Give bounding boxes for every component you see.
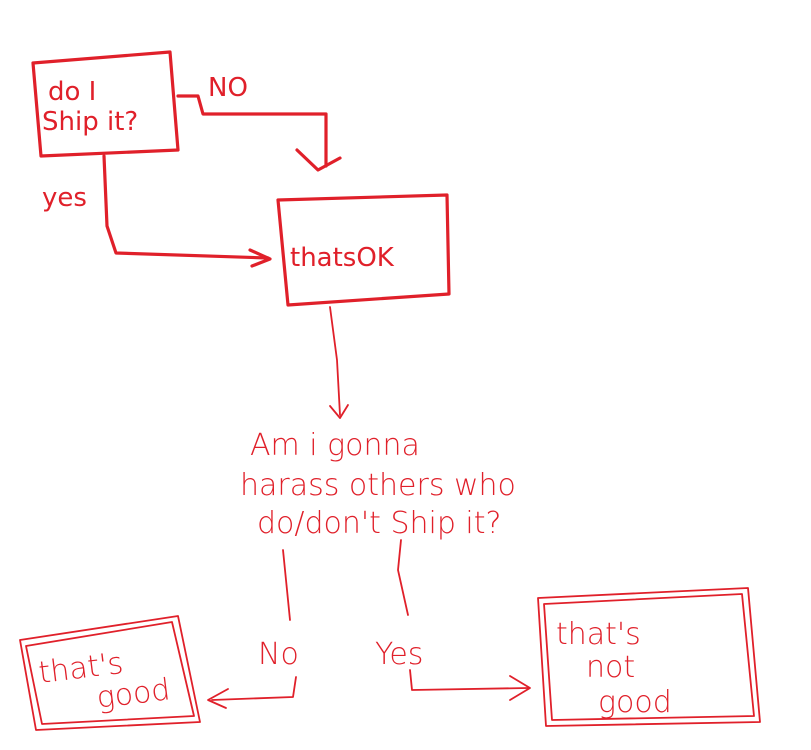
branch-no-line-bottom (211, 676, 297, 701)
edge-no: NO (176, 73, 342, 172)
good-node: that's good (19, 615, 201, 731)
branch-yes: Yes (375, 539, 531, 701)
edge-yes: yes (42, 154, 272, 268)
question-node: Am i gonna harass others who do/don't Sh… (240, 428, 516, 541)
edge-yes-label: yes (42, 183, 87, 213)
not-good-node: that's not good (537, 587, 761, 727)
branch-yes-arrowhead (509, 675, 531, 701)
branch-yes-label: Yes (375, 637, 423, 672)
good-node-box-outer (19, 615, 201, 731)
start-node: do I Ship it? (31, 50, 180, 158)
branch-no-arrowhead (207, 688, 229, 709)
question-line1: Am i gonna (250, 428, 420, 463)
branch-yes-line-bottom (409, 669, 529, 691)
ok-node-box (276, 193, 451, 307)
branch-yes-line-top (397, 539, 409, 616)
branch-no-line-top (282, 549, 291, 621)
not-good-node-box-inner (543, 593, 755, 721)
edge-ok-to-question-line (329, 306, 341, 416)
edge-ok-to-question-arrowhead (329, 404, 349, 419)
start-node-box (31, 50, 180, 158)
edge-no-label: NO (208, 73, 248, 103)
edge-no-arrowhead (295, 148, 342, 172)
ok-node-label: thatsOK (290, 243, 395, 273)
not-good-node-line3: good (598, 685, 672, 720)
ok-node: thatsOK (276, 193, 451, 307)
question-line2: harass others who (240, 468, 516, 503)
start-node-line1: do I (48, 77, 96, 107)
not-good-node-line1: that's (556, 617, 641, 652)
branch-no-label: No (258, 637, 299, 672)
not-good-node-box-outer (537, 587, 761, 727)
branch-no: No (207, 549, 299, 709)
not-good-node-line2: not (586, 650, 635, 685)
edge-yes-line (102, 154, 270, 260)
good-node-box-inner (25, 621, 195, 725)
edge-ok-to-question (329, 306, 349, 419)
edge-no-line (176, 94, 328, 168)
edge-yes-arrowhead (248, 248, 272, 268)
start-node-line2: Ship it? (42, 107, 138, 137)
question-line3: do/don't Ship it? (257, 506, 501, 541)
